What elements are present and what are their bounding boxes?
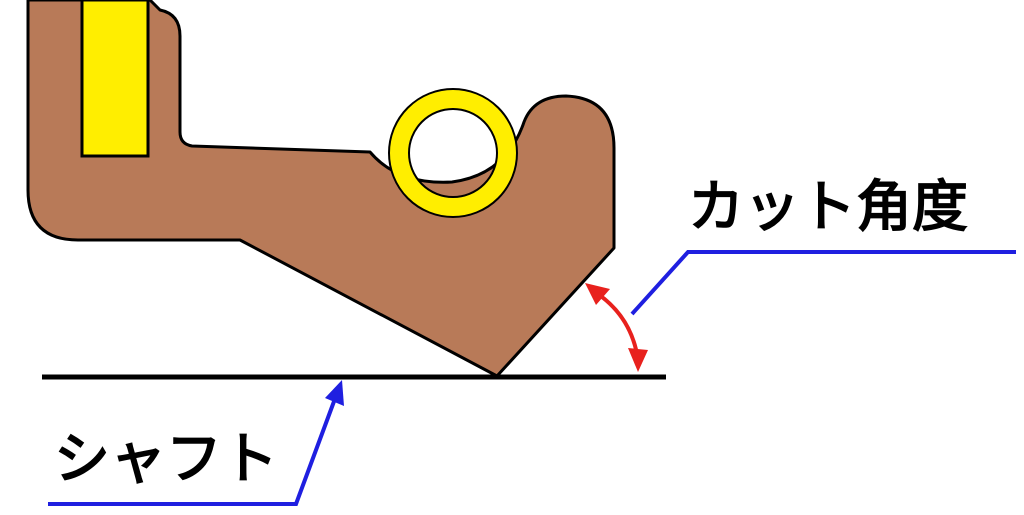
garter-spring-inner-edge [408,108,498,198]
shaft-label: シャフト [54,427,278,492]
cut-angle-label: カット角度 [688,175,968,240]
cut-angle-arrowhead-bottom [628,348,648,372]
shaft-leader-arrowhead [325,380,344,406]
garter-spring-outer-edge [388,88,518,218]
metal-insert [80,0,150,158]
cut-angle-leader-line [630,250,1016,316]
garter-spring-ring [389,89,517,217]
shaft-leader-line [48,395,338,506]
cut-angle-arrowhead-top [585,283,610,305]
